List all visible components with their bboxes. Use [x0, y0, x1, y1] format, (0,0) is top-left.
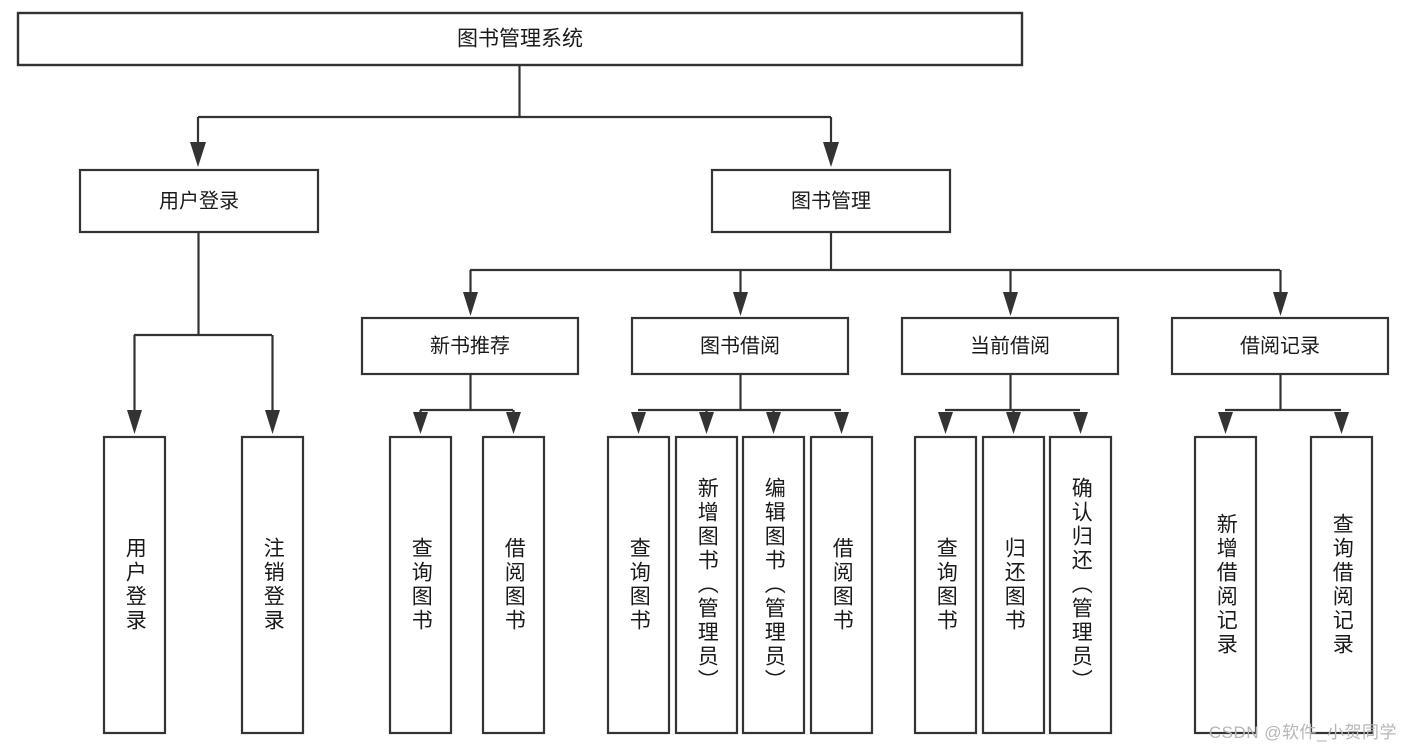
node-book-borrow-label: 图书借阅	[700, 334, 780, 357]
leaf-box-add-borrow-record[interactable]	[1193, 435, 1258, 735]
node-user-login-box[interactable]	[78, 168, 320, 234]
node-user-login[interactable]: 用户登录	[78, 168, 320, 234]
leaf-box-query-book-a[interactable]	[388, 435, 453, 735]
leaf-box-query-book-c[interactable]	[913, 435, 978, 735]
node-current-borrow[interactable]: 当前借阅	[900, 316, 1120, 376]
node-book-management-label: 图书管理	[791, 189, 871, 212]
node-borrow-record[interactable]: 借阅记录	[1170, 316, 1390, 376]
arrow-current-leaf-2	[1006, 412, 1021, 434]
node-book-borrow[interactable]: 图书借阅	[630, 316, 850, 376]
arrow-root-to-user-login	[190, 142, 206, 167]
arrow-borrow-leaf-4	[834, 412, 849, 434]
arrow-to-borrow-record	[1273, 292, 1288, 316]
node-book-management[interactable]: 图书管理	[710, 168, 952, 234]
leaf-box-borrow-book-b[interactable]	[809, 435, 874, 735]
arrow-newbook-leaf-2	[506, 412, 521, 434]
node-current-borrow-label: 当前借阅	[970, 334, 1050, 357]
node-user-login-label: 用户登录	[159, 189, 239, 212]
arrow-borrow-leaf-2	[699, 412, 714, 434]
arrow-to-new-book-rec	[463, 292, 478, 316]
leaf-box-layer	[102, 435, 1374, 735]
leaf-box-logout[interactable]	[240, 435, 305, 735]
leaf-box-query-book-b[interactable]	[606, 435, 671, 735]
leaf-box-add-book-admin[interactable]	[674, 435, 739, 735]
node-new-book-recommend[interactable]: 新书推荐	[360, 316, 580, 376]
leaf-box-query-borrow-record[interactable]	[1309, 435, 1374, 735]
leaf-box-borrow-book-a[interactable]	[481, 435, 546, 735]
node-root-box[interactable]	[16, 11, 1024, 67]
arrow-record-leaf-2	[1334, 412, 1349, 434]
arrow-newbook-leaf-1	[413, 412, 428, 434]
arrow-record-leaf-1	[1218, 412, 1233, 434]
node-book-management-box[interactable]	[710, 168, 952, 234]
node-root[interactable]: 图书管理系统	[16, 11, 1024, 67]
leaf-box-user-login[interactable]	[102, 435, 167, 735]
node-new-book-recommend-box[interactable]	[360, 316, 580, 376]
arrow-to-current-borrow	[1003, 292, 1018, 316]
leaf-box-confirm-return-admin[interactable]	[1048, 435, 1113, 735]
node-borrow-record-box[interactable]	[1170, 316, 1390, 376]
arrow-to-book-borrow	[733, 292, 748, 316]
arrow-current-leaf-1	[938, 412, 953, 434]
leaf-box-edit-book-admin[interactable]	[741, 435, 806, 735]
node-new-book-recommend-label: 新书推荐	[430, 334, 510, 357]
leaf-box-return-book[interactable]	[981, 435, 1046, 735]
arrow-borrow-leaf-1	[631, 412, 646, 434]
node-book-borrow-box[interactable]	[630, 316, 850, 376]
watermark-text: CSDN @软件_小贺同学	[1208, 723, 1397, 742]
arrow-current-leaf-3	[1073, 412, 1088, 434]
arrow-root-to-book-mgmt	[823, 142, 839, 167]
connector-layer	[127, 65, 1349, 434]
arrow-leaf-logout	[265, 410, 280, 434]
arrow-leaf-user-login	[127, 410, 142, 434]
arrow-borrow-leaf-3	[766, 412, 781, 434]
node-borrow-record-label: 借阅记录	[1240, 334, 1320, 357]
node-root-label: 图书管理系统	[457, 28, 583, 51]
node-current-borrow-box[interactable]	[900, 316, 1120, 376]
